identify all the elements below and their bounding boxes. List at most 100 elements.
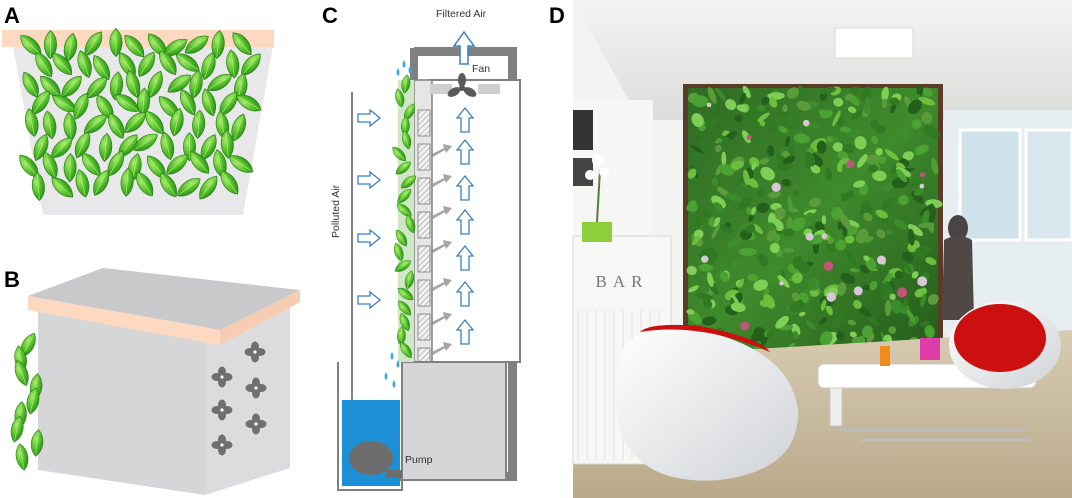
- foliage: [875, 209, 888, 219]
- foliage: [769, 242, 780, 254]
- foliage: [766, 330, 775, 338]
- foliage: [691, 235, 700, 246]
- foliage: [927, 293, 939, 305]
- foliage: [861, 200, 871, 210]
- foliage: [766, 144, 775, 157]
- foliage: [702, 316, 717, 326]
- foliage: [839, 126, 851, 133]
- foliage: [883, 280, 891, 293]
- foliage: [833, 97, 844, 107]
- foliage: [816, 140, 827, 154]
- foliage: [689, 151, 697, 159]
- foliage: [862, 212, 873, 222]
- foliage: [832, 110, 841, 127]
- foliage: [756, 104, 766, 112]
- foliage: [916, 85, 924, 97]
- foliage: [918, 97, 936, 106]
- foliage: [820, 299, 827, 311]
- airflow-arrows: [357, 106, 475, 355]
- foliage: [753, 279, 768, 291]
- statue: [942, 215, 974, 320]
- foliage: [836, 331, 845, 340]
- foliage: [825, 304, 833, 316]
- foliage: [849, 267, 860, 273]
- foliage: [719, 164, 735, 176]
- foliage: [761, 96, 770, 106]
- fan-icon: [447, 73, 477, 97]
- polluted-air-label: Polluted Air: [330, 184, 342, 238]
- foliage: [893, 219, 908, 230]
- foliage: [907, 224, 924, 237]
- foliage: [920, 293, 926, 307]
- foliage: [903, 260, 912, 274]
- foliage: [889, 293, 896, 301]
- foliage: [688, 200, 698, 213]
- foliage: [803, 209, 817, 216]
- foliage: [688, 285, 699, 293]
- foliage: [902, 151, 915, 161]
- foliage: [788, 144, 794, 155]
- foliage: [857, 154, 868, 168]
- panel-c-diagram: [337, 30, 521, 491]
- foliage: [768, 191, 781, 199]
- foliage: [881, 216, 889, 224]
- fan-icon: [211, 434, 233, 456]
- foliage: [768, 124, 777, 132]
- foliage: [787, 195, 793, 213]
- foliage: [919, 203, 934, 216]
- foliage: [914, 144, 929, 155]
- foliage: [773, 207, 786, 221]
- green-wall-plants: [686, 85, 943, 360]
- foliage: [777, 111, 790, 118]
- foliage: [875, 148, 883, 156]
- foliage: [804, 151, 816, 167]
- foliage: [825, 167, 833, 182]
- foliage: [837, 282, 847, 296]
- foliage: [928, 206, 936, 224]
- panel-label-c: C: [322, 3, 338, 28]
- fan-icon: [244, 341, 266, 363]
- foliage: [793, 133, 810, 144]
- foliage: [820, 109, 833, 119]
- panel-d-photo: BAR: [572, 0, 1072, 498]
- foliage: [753, 327, 765, 337]
- foliage: [853, 180, 866, 188]
- foliage: [925, 257, 937, 265]
- foliage: [731, 259, 741, 268]
- foliage: [854, 136, 867, 150]
- foliage: [840, 273, 856, 284]
- foliage: [930, 157, 939, 175]
- foliage: [792, 330, 799, 339]
- foliage: [882, 182, 894, 192]
- foliage: [898, 215, 912, 222]
- foliage: [879, 156, 887, 165]
- foliage: [881, 98, 888, 109]
- foliage: [894, 270, 904, 280]
- foliage: [786, 87, 800, 99]
- foliage: [911, 119, 922, 129]
- foliage: [861, 284, 872, 291]
- filter-chamber: [429, 79, 521, 363]
- foliage: [906, 309, 916, 323]
- pump-label: Pump: [405, 454, 433, 466]
- foliage: [748, 215, 754, 222]
- foliage: [850, 86, 860, 96]
- foliage: [737, 278, 744, 288]
- foliage: [707, 99, 716, 111]
- foliage: [707, 87, 717, 104]
- foliage: [736, 104, 748, 112]
- foliage: [702, 209, 711, 219]
- foliage: [752, 130, 762, 146]
- foliage: [922, 87, 933, 97]
- fan-icon: [211, 399, 233, 421]
- foliage: [757, 112, 770, 122]
- foliage: [863, 255, 870, 262]
- foliage: [846, 219, 860, 228]
- foliage: [720, 271, 729, 283]
- foliage: [749, 157, 760, 168]
- foliage: [714, 306, 725, 323]
- foliage: [687, 168, 697, 179]
- foliage: [908, 228, 915, 246]
- foliage: [865, 154, 882, 165]
- foliage: [725, 99, 737, 111]
